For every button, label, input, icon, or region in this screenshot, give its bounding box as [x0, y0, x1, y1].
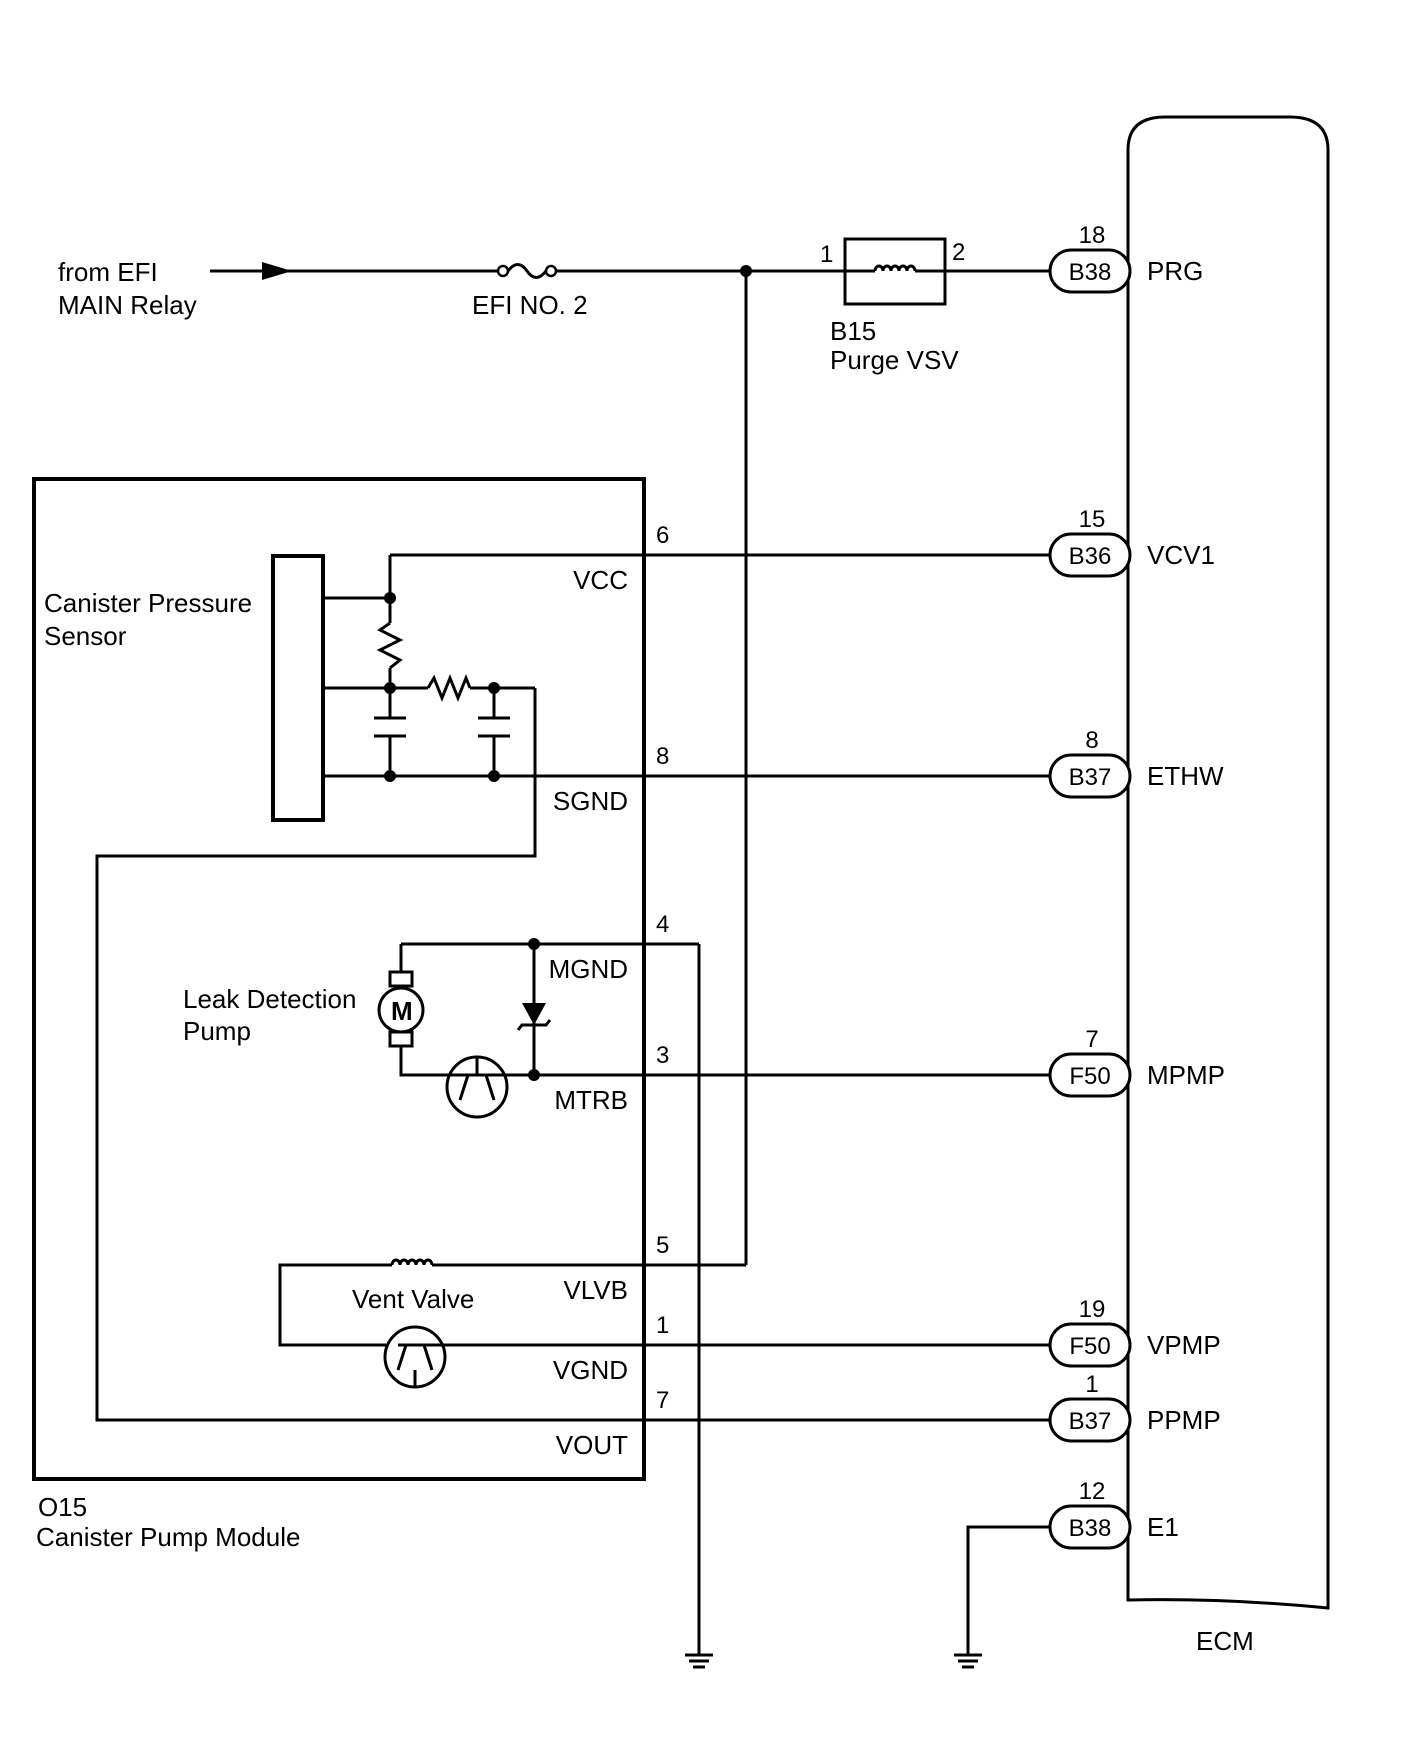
zener-diode-icon: [516, 1003, 552, 1031]
ecm-pin-vcv1: 15: [1079, 506, 1106, 533]
ground-icon: [685, 1653, 713, 1669]
vsv-connector: B15: [830, 316, 876, 346]
ecm-pin-vpmp: 19: [1079, 1296, 1106, 1323]
ecm-pin-prg: 18: [1079, 222, 1106, 249]
fuse-label: EFI NO. 2: [472, 290, 588, 320]
ecm-label: ECM: [1196, 1626, 1254, 1656]
ecm-pin-mpmp: 7: [1085, 1026, 1098, 1053]
resistor-icon: [376, 621, 404, 670]
sensor-label-line2: Sensor: [44, 621, 127, 651]
ecm-signal-ethw: ETHW: [1147, 761, 1224, 791]
coil-icon: [873, 264, 917, 272]
ecm-connector-label-prg: B38: [1069, 259, 1112, 286]
ecm-connector-label-e1: B38: [1069, 1515, 1112, 1542]
ecm-connector-label-vcv1: B36: [1069, 543, 1112, 570]
module-name: Canister Pump Module: [36, 1522, 300, 1552]
module-terminal-vcc: VCC: [573, 565, 628, 595]
ecm-signal-vcv1: VCV1: [1147, 540, 1215, 570]
capacitor-icon: [478, 716, 510, 738]
ecm-connector-mpmp: [1048, 1052, 1132, 1098]
module-pin-sgnd: 8: [656, 743, 669, 770]
vout-route: [95, 688, 1050, 1422]
ecm-connector-vpmp: [1048, 1322, 1132, 1368]
ecm-pin-ppmp: 1: [1085, 1371, 1098, 1398]
vsv-name: Purge VSV: [830, 345, 959, 375]
motor-symbol: M: [391, 996, 413, 1026]
ecm-signal-vpmp: VPMP: [1147, 1330, 1221, 1360]
module-pin-mtrb: 3: [656, 1042, 669, 1069]
ecm-signal-e1: E1: [1147, 1512, 1179, 1542]
ecm-connector-e1: [1048, 1504, 1132, 1550]
ecm-body: [1126, 115, 1330, 1610]
module-connector: O15: [38, 1492, 87, 1522]
ecm-connector-label-ethw: B37: [1069, 764, 1112, 791]
ecm-connector-vcv1: [1048, 532, 1132, 578]
module-terminal-vgnd: VGND: [553, 1355, 628, 1385]
resistor-icon: [426, 673, 472, 703]
module-pin-vout: 7: [656, 1387, 669, 1414]
module-terminal-mtrb: MTRB: [554, 1085, 628, 1115]
ecm-connector-ppmp: [1048, 1397, 1132, 1443]
module-terminal-vlvb: VLVB: [563, 1275, 628, 1305]
module-pin-vcc: 6: [656, 522, 669, 549]
module-terminal-vout: VOUT: [556, 1430, 628, 1460]
ecm-connector-label-ppmp: B37: [1069, 1408, 1112, 1435]
vsv-pin-in: 1: [820, 241, 833, 268]
vsv-pin-out: 2: [952, 239, 965, 266]
module-terminal-mgnd: MGND: [549, 954, 628, 984]
source-label-line2: MAIN Relay: [58, 290, 197, 320]
module-pin-vgnd: 1: [656, 1312, 669, 1339]
ecm-connector-ethw: [1048, 753, 1132, 799]
junction: [384, 592, 396, 604]
pressure-sensor-box: [271, 554, 325, 822]
fuse-icon: [496, 263, 558, 279]
module-pin-mgnd: 4: [656, 911, 669, 938]
motor-lower: [399, 1046, 450, 1077]
vent-valve-label: Vent Valve: [352, 1284, 474, 1314]
module-pin-vlvb: 5: [656, 1232, 669, 1259]
ecm-connector-prg: [1048, 248, 1132, 294]
arrow-icon: [262, 262, 292, 280]
capacitor-icon: [374, 716, 406, 738]
module-box: [32, 477, 646, 1481]
module-terminal-sgnd: SGND: [553, 786, 628, 816]
vent-loop: [278, 1263, 392, 1347]
e1-wire: [966, 1525, 1050, 1655]
ecm-pin-e1: 12: [1079, 1478, 1106, 1505]
transistor-icon: [383, 1325, 447, 1389]
sensor-label-line1: Canister Pressure: [44, 588, 252, 618]
source-label-line1: from EFI: [58, 257, 158, 287]
ecm-signal-ppmp: PPMP: [1147, 1405, 1221, 1435]
ecm-signal-prg: PRG: [1147, 256, 1203, 286]
ecm-pin-ethw: 8: [1085, 727, 1098, 754]
ecm-signal-mpmp: MPMP: [1147, 1060, 1225, 1090]
pump-label-line2: Pump: [183, 1016, 251, 1046]
ecm-connector-label-mpmp: F50: [1069, 1063, 1110, 1090]
ground-icon: [954, 1653, 982, 1669]
transistor-icon: [445, 1055, 509, 1119]
coil-icon: [390, 1258, 434, 1266]
motor-icon: M: [377, 970, 425, 1048]
ecm-connector-label-vpmp: F50: [1069, 1333, 1110, 1360]
pump-label-line1: Leak Detection: [183, 984, 356, 1014]
